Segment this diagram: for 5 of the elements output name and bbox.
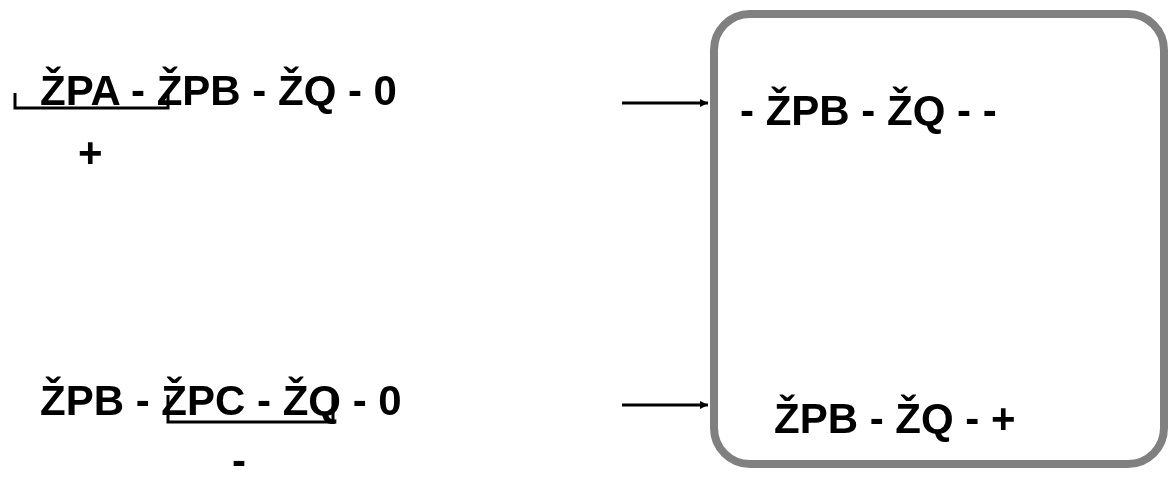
sign-label: + xyxy=(78,132,103,174)
arrow xyxy=(622,401,708,409)
arrow xyxy=(622,99,708,107)
result-box xyxy=(710,10,1168,468)
sign-label: - xyxy=(232,440,246,482)
